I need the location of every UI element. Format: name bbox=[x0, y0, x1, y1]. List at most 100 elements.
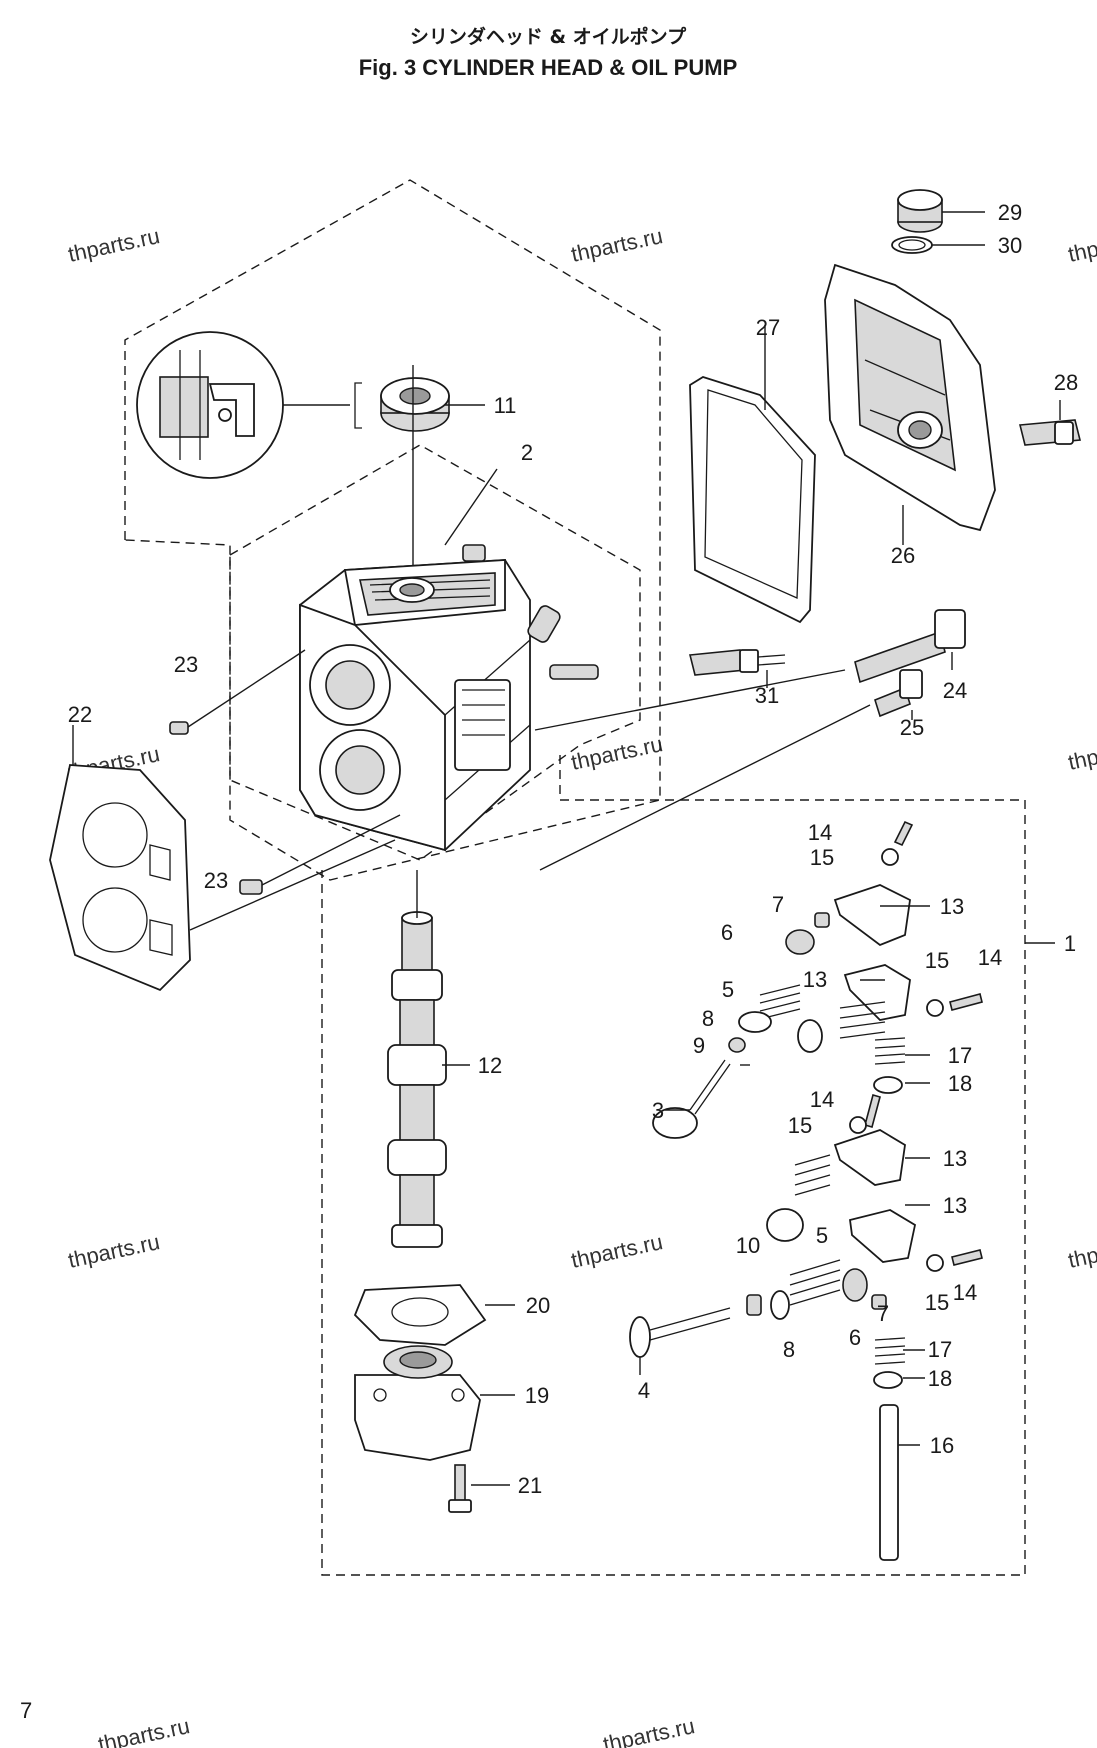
rocker-arm bbox=[849, 1209, 917, 1263]
callout-23: 23 bbox=[174, 652, 198, 677]
pushrod-spring bbox=[874, 1337, 906, 1365]
valve-stem-seal bbox=[785, 929, 815, 955]
callout-14: 14 bbox=[808, 820, 832, 845]
callout-10: 10 bbox=[736, 1233, 760, 1258]
callout-15: 15 bbox=[925, 1290, 949, 1315]
oil-seal bbox=[380, 377, 450, 432]
callout-20: 20 bbox=[526, 1293, 550, 1318]
callout-2: 2 bbox=[521, 440, 533, 465]
callout-23: 23 bbox=[204, 868, 228, 893]
valve-spring bbox=[759, 984, 801, 1020]
adjusting-screw bbox=[949, 993, 983, 1011]
valve-guide bbox=[746, 1294, 762, 1316]
watermark: thparts.ru bbox=[66, 223, 162, 267]
title-english: Fig. 3 CYLINDER HEAD & OIL PUMP bbox=[359, 55, 738, 80]
watermark: thparts.ru bbox=[66, 1229, 162, 1273]
oil-seal-detail-circle bbox=[136, 331, 284, 479]
valve-spring bbox=[789, 1259, 841, 1306]
callout-21: 21 bbox=[518, 1473, 542, 1498]
callout-17: 17 bbox=[948, 1043, 972, 1068]
watermark: thparts.ru bbox=[1066, 223, 1097, 267]
cylinder-head-bolt bbox=[854, 609, 966, 684]
callout-15: 15 bbox=[810, 845, 834, 870]
callout-3: 3 bbox=[652, 1098, 664, 1123]
callout-8: 8 bbox=[783, 1337, 795, 1362]
callout-17: 17 bbox=[928, 1337, 952, 1362]
pushrod-spring bbox=[874, 1037, 906, 1065]
leader-line bbox=[261, 814, 401, 886]
callout-27: 27 bbox=[756, 315, 780, 340]
rocker-arm bbox=[833, 884, 911, 947]
cylinder-head-cover bbox=[824, 263, 996, 532]
callout-13: 13 bbox=[943, 1146, 967, 1171]
callout-9: 9 bbox=[693, 1033, 705, 1058]
oil-filler-cap bbox=[897, 189, 943, 233]
callout-13: 13 bbox=[940, 894, 964, 919]
callout-12: 12 bbox=[478, 1053, 502, 1078]
callout-14: 14 bbox=[953, 1280, 977, 1305]
oil-pump-gasket bbox=[353, 1284, 487, 1346]
watermark: thparts.ru bbox=[569, 1229, 665, 1273]
cylinder-head-gasket bbox=[49, 764, 191, 992]
watermark: thparts.ru bbox=[1066, 731, 1097, 775]
exhaust-valve bbox=[652, 1059, 731, 1139]
valve-guide-clip bbox=[728, 1037, 746, 1053]
callout-7: 7 bbox=[772, 892, 784, 917]
leader-line bbox=[539, 704, 871, 871]
watermark: thparts.ru bbox=[569, 731, 665, 775]
callout-11: 11 bbox=[494, 393, 517, 418]
cylinder-head-subgroup-outline bbox=[229, 444, 641, 861]
leader-line bbox=[444, 468, 498, 546]
watermark: thparts.ru bbox=[1066, 1229, 1097, 1273]
dowel-pin bbox=[169, 721, 189, 735]
callout-14: 14 bbox=[978, 945, 1002, 970]
callout-14: 14 bbox=[810, 1087, 834, 1112]
callout-18: 18 bbox=[928, 1366, 952, 1391]
pushrod-tube bbox=[879, 1404, 899, 1561]
callout-22: 22 bbox=[68, 702, 92, 727]
callout-7: 7 bbox=[877, 1301, 889, 1326]
o-ring bbox=[891, 236, 933, 254]
leader-line bbox=[187, 649, 306, 728]
callout-5: 5 bbox=[816, 1223, 828, 1248]
camshaft bbox=[387, 911, 447, 1248]
watermark: thparts.ru bbox=[96, 1713, 192, 1748]
leader-line bbox=[189, 839, 396, 931]
leader-line bbox=[534, 669, 846, 731]
callout-6: 6 bbox=[721, 920, 733, 945]
callout-4: 4 bbox=[638, 1378, 650, 1403]
callout-28: 28 bbox=[1054, 370, 1078, 395]
watermark: thparts.ru bbox=[601, 1713, 697, 1748]
dowel-pin bbox=[527, 605, 561, 643]
callout-24: 24 bbox=[943, 678, 967, 703]
callout-26: 26 bbox=[891, 543, 915, 568]
title-japanese: シリンダヘッド & オイルポンプ bbox=[410, 25, 687, 48]
callout-31: 31 bbox=[755, 683, 779, 708]
cover-bolt bbox=[1018, 419, 1082, 446]
callout-16: 16 bbox=[930, 1433, 954, 1458]
valve-cotter bbox=[871, 1294, 887, 1310]
adjusting-screw bbox=[864, 1094, 881, 1128]
callout-19: 19 bbox=[525, 1383, 549, 1408]
valve-stem-seal bbox=[842, 1268, 868, 1302]
rocker-arm bbox=[833, 1129, 906, 1186]
adjusting-screw bbox=[951, 1249, 983, 1266]
spark-plug bbox=[688, 649, 786, 676]
callout-25: 25 bbox=[900, 715, 924, 740]
lock-nut bbox=[881, 848, 899, 866]
callout-13: 13 bbox=[943, 1193, 967, 1218]
oil-pump-bolt bbox=[448, 1464, 472, 1513]
lock-nut bbox=[849, 1116, 867, 1134]
callout-15: 15 bbox=[925, 948, 949, 973]
page-number: 7 bbox=[20, 1698, 32, 1723]
dowel-pin bbox=[462, 544, 486, 562]
o-ring bbox=[873, 1076, 903, 1094]
oil-pump bbox=[354, 1345, 481, 1461]
cylinder-head-bolt bbox=[874, 669, 923, 718]
adjusting-screw bbox=[893, 820, 914, 847]
dowel-pin bbox=[239, 879, 263, 895]
valve-spring-assembly bbox=[766, 1154, 831, 1242]
callout-13: 13 bbox=[803, 967, 827, 992]
cylinder-head bbox=[299, 559, 531, 852]
